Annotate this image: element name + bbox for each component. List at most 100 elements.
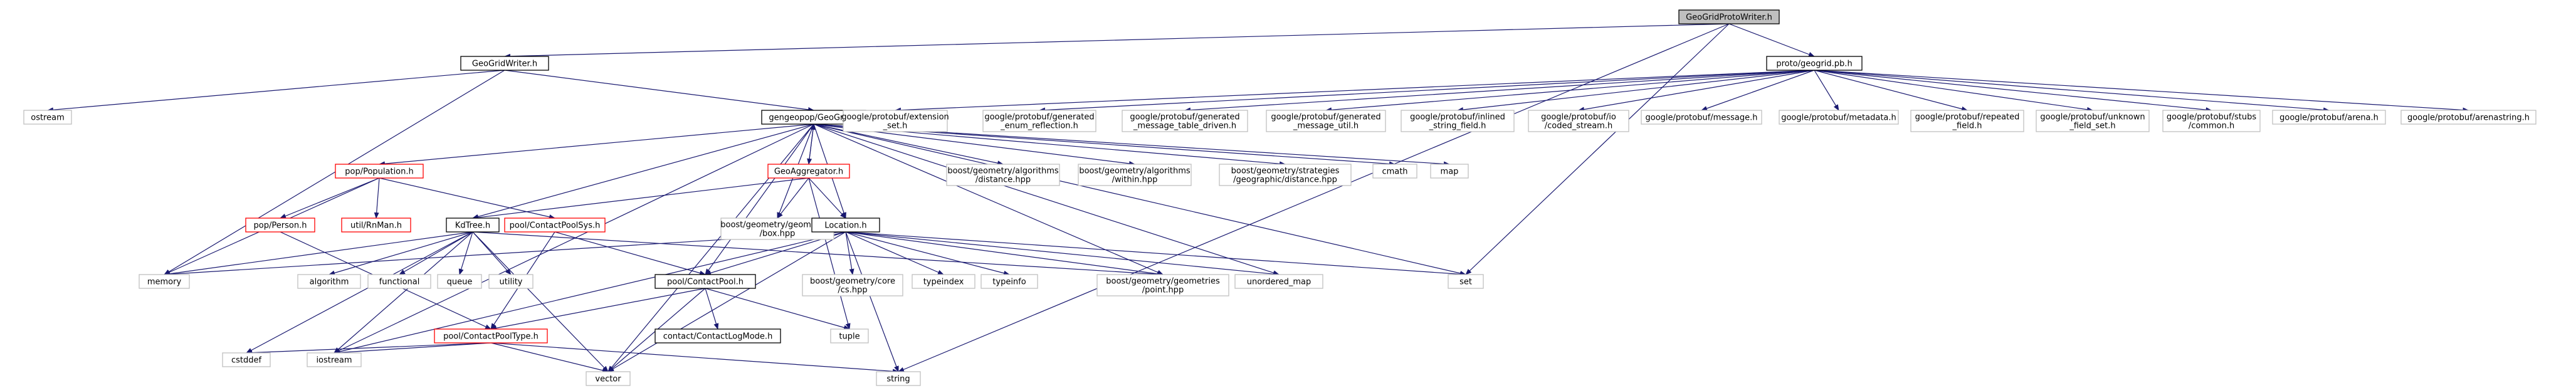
node-label: boost/geometry/strategies [1231, 167, 1340, 176]
edge-geogrid-to-population [379, 123, 814, 167]
node-box [946, 164, 1060, 186]
node-set[interactable]: set [1448, 274, 1484, 289]
node-label: KdTree.h [455, 221, 490, 231]
node-contactpool[interactable]: pool/ContactPool.h [655, 274, 756, 289]
edge-protogeogrid-to-coded [1578, 70, 1815, 112]
node-label: algorithm [310, 278, 349, 287]
node-string[interactable]: string [876, 371, 921, 386]
node-label: /distance.hpp [975, 176, 1031, 185]
node-ext-set[interactable]: google/protobuf/extension_set.h [841, 110, 949, 132]
node-queue[interactable]: queue [437, 274, 482, 289]
edge-protogeogrid-to-arenastring [1814, 70, 2469, 113]
node-utility[interactable]: utility [488, 274, 534, 289]
node-box [222, 352, 271, 367]
node-geogridwriter[interactable]: GeoGridWriter.h [460, 56, 549, 71]
node-label: boost/geometry/algorithms [1079, 167, 1191, 176]
node-label: google/protobuf/io [1541, 113, 1616, 122]
node-label: _string_field.h [1429, 122, 1486, 131]
node-label: /common.h [2189, 122, 2234, 131]
node-tuple[interactable]: tuple [830, 328, 869, 343]
node-box [767, 164, 850, 179]
node-label: google/protobuf/inlined [1410, 113, 1505, 122]
node-label: pool/ContactPoolSys.h [510, 221, 601, 231]
node-label: typeinfo [992, 278, 1026, 287]
edge-location-to-set [845, 231, 1466, 277]
node-rnman[interactable]: util/RnMan.h [341, 218, 411, 233]
node-box [307, 352, 362, 367]
node-person[interactable]: pop/Person.h [245, 218, 315, 233]
edge-root-to-geogridwriter [504, 23, 1730, 59]
node-box [139, 274, 190, 289]
node-kdtree[interactable]: KdTree.h [446, 218, 500, 233]
node-box [245, 218, 315, 233]
node-vector[interactable]: vector [586, 371, 631, 386]
edge-protogeogrid-to-gen_table [1184, 70, 1815, 113]
node-label: _set.h [883, 122, 908, 131]
edge-kdtree-to-memory [164, 231, 473, 276]
node-label: gengeopop/GeoGrid.h [769, 113, 858, 123]
node-coded[interactable]: google/protobuf/io/coded_stream.h [1528, 110, 1629, 132]
edge-cpsys-to-contactpool [554, 231, 706, 276]
node-repeated[interactable]: google/protobuf/repeated_field.h [1910, 110, 2024, 132]
node-bg-point[interactable]: boost/geometry/geometries/point.hpp [1096, 274, 1229, 296]
node-box [980, 274, 1038, 289]
node-label: google/protobuf/message.h [1646, 113, 1758, 123]
node-box [830, 328, 869, 343]
node-cptype[interactable]: pool/ContactPoolType.h [434, 328, 548, 343]
node-memory[interactable]: memory [139, 274, 190, 289]
node-message[interactable]: google/protobuf/message.h [1641, 110, 1762, 125]
node-protogeogrid[interactable]: proto/geogrid.pb.h [1766, 56, 1863, 71]
node-bg-cs[interactable]: boost/geometry/core/cs.hpp [802, 274, 903, 296]
node-functional[interactable]: functional [367, 274, 431, 289]
node-cpsys[interactable]: pool/ContactPoolSys.h [504, 218, 606, 233]
node-unordered-map[interactable]: unordered_map [1234, 274, 1323, 289]
node-label: pop/Person.h [254, 221, 307, 231]
node-ostream[interactable]: ostream [23, 110, 72, 125]
edge-kdtree-to-algorithm [329, 231, 473, 276]
node-population[interactable]: pop/Population.h [335, 164, 424, 179]
edge-location-to-iostream [334, 231, 846, 354]
edge-protogeogrid-to-repeated [1814, 70, 1968, 112]
node-label: contact/ContactLogMode.h [663, 332, 773, 342]
node-label: GeoGridProtoWriter.h [1686, 13, 1772, 23]
edge-geoagg-to-bg_box [777, 177, 809, 219]
node-geoagg[interactable]: GeoAggregator.h [767, 164, 850, 179]
node-iostream[interactable]: iostream [307, 352, 362, 367]
node-box [586, 371, 631, 386]
edge-protogeogrid-to-inlined [1457, 70, 1815, 112]
node-arena[interactable]: google/protobuf/arena.h [2272, 110, 2386, 125]
node-inlined[interactable]: google/protobuf/inlined_string_field.h [1401, 110, 1515, 132]
node-metadata[interactable]: google/protobuf/metadata.h [1779, 110, 1899, 125]
node-label: util/RnMan.h [350, 221, 402, 231]
node-cmath[interactable]: cmath [1372, 164, 1417, 179]
node-bg-geodist[interactable]: boost/geometry/strategies/geographic/dis… [1219, 164, 1352, 186]
node-typeindex[interactable]: typeindex [912, 274, 975, 289]
node-label: typeindex [923, 278, 964, 287]
node-logmode[interactable]: contact/ContactLogMode.h [655, 328, 781, 343]
node-box [1096, 274, 1229, 296]
node-unknown[interactable]: google/protobuf/unknown_field_set.h [2036, 110, 2150, 132]
node-label: google/protobuf/stubs [2167, 113, 2257, 122]
node-map[interactable]: map [1430, 164, 1469, 179]
node-box [1372, 164, 1417, 179]
node-box [488, 274, 534, 289]
node-arenastring[interactable]: google/protobuf/arenastring.h [2400, 110, 2537, 125]
node-location[interactable]: Location.h [811, 218, 880, 233]
node-typeinfo[interactable]: typeinfo [980, 274, 1038, 289]
node-bg-within[interactable]: boost/geometry/algorithms/within.hpp [1078, 164, 1192, 186]
node-bg-distance[interactable]: boost/geometry/algorithms/distance.hpp [946, 164, 1060, 186]
node-algorithm[interactable]: algorithm [297, 274, 361, 289]
node-box [843, 110, 948, 132]
edge-geoagg-to-kdtree [472, 177, 809, 220]
edge-cptype-to-vector [490, 342, 609, 373]
node-gen-util[interactable]: google/protobuf/generated_message_util.h [1266, 110, 1386, 132]
node-gen-enum[interactable]: google/protobuf/generated_enum_reflectio… [982, 110, 1096, 132]
edge-location-to-bg_point [845, 231, 1164, 276]
node-box [1448, 274, 1484, 289]
node-geogrid[interactable]: gengeopop/GeoGrid.h [761, 110, 866, 125]
node-stubs[interactable]: google/protobuf/stubs/common.h [2162, 110, 2261, 132]
node-cstddef[interactable]: cstddef [222, 352, 271, 367]
node-gen-table[interactable]: google/protobuf/generated_message_table_… [1122, 110, 1248, 132]
node-label: _field.h [1952, 122, 1982, 131]
node-root[interactable]: GeoGridProtoWriter.h [1678, 9, 1780, 24]
